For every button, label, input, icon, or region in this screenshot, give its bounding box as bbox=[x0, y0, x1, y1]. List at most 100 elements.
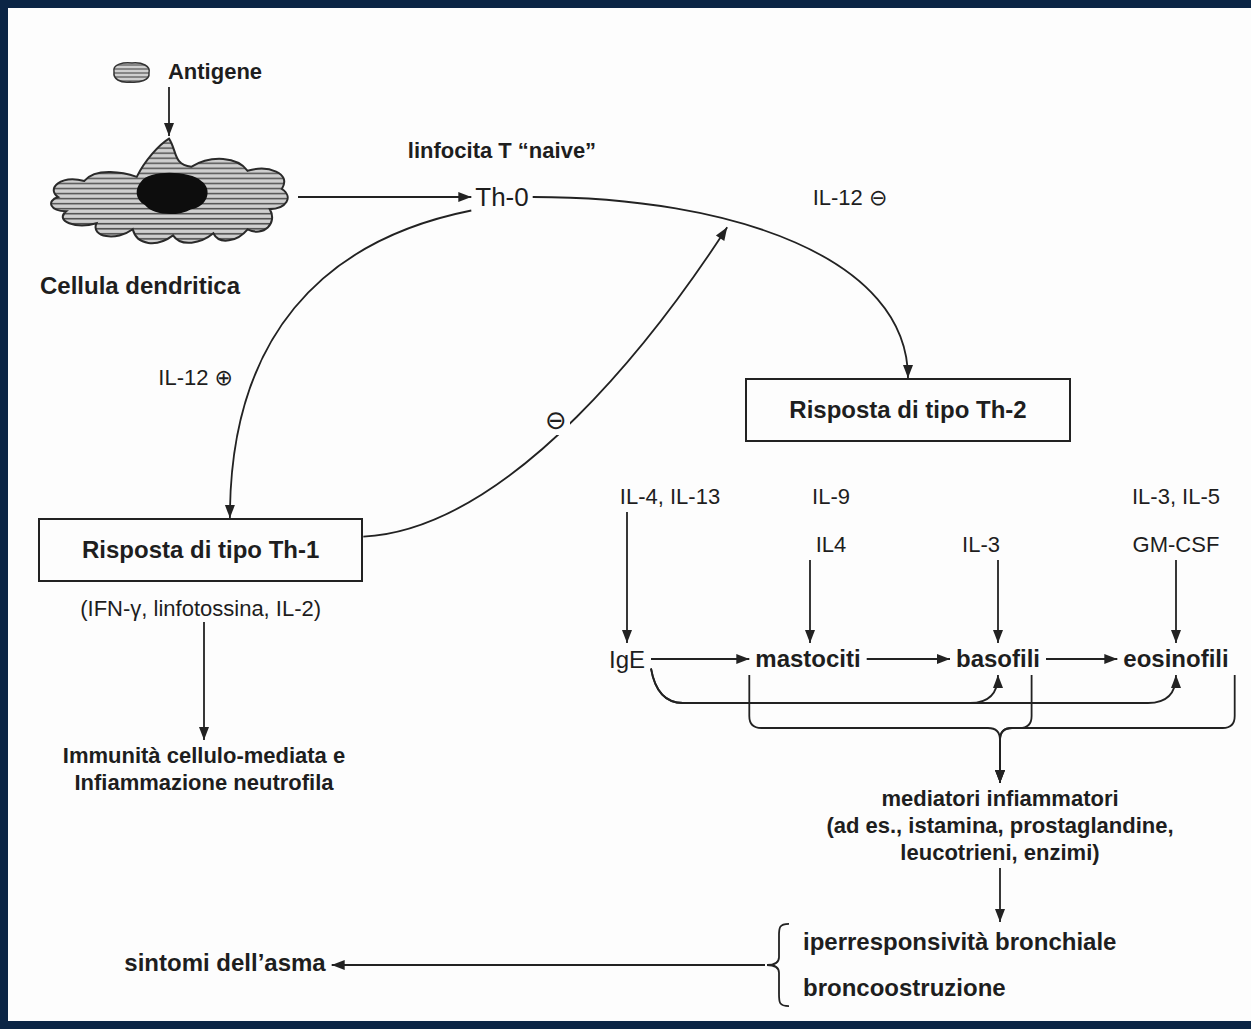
connector-arrow bbox=[1046, 654, 1117, 664]
response-box: Risposta di tipo Th-2 bbox=[745, 378, 1070, 442]
response-box: Risposta di tipo Th-1 (IFN-γ, linfotossin… bbox=[38, 518, 363, 622]
arrow-head bbox=[332, 960, 345, 970]
arrow-head bbox=[199, 727, 209, 740]
node-text: Immunità cellulo-mediata e Infiammazione… bbox=[29, 742, 379, 796]
connector-line bbox=[298, 196, 471, 198]
cell-type: basofili bbox=[950, 643, 1046, 675]
node-text: (ad es., istamina, prostaglandine, leuco… bbox=[790, 812, 1210, 866]
connector-arrow bbox=[225, 211, 471, 519]
cell-type: mastociti bbox=[749, 643, 866, 675]
node-text: Antigene bbox=[168, 58, 262, 85]
edge-label: IL-12 ⊖ bbox=[810, 185, 891, 211]
inhibition-arrow bbox=[363, 227, 727, 536]
node-text: eosinofili bbox=[1123, 645, 1228, 673]
curly-brace bbox=[765, 922, 791, 1008]
node-text: IL-9 bbox=[812, 484, 850, 510]
node-text: broncoostruzione bbox=[803, 974, 1006, 1002]
connector-line bbox=[1000, 675, 1235, 783]
arrow-head bbox=[458, 192, 471, 202]
connector-arrow bbox=[995, 675, 1235, 783]
connector-arrow bbox=[651, 654, 749, 664]
arrow-head bbox=[903, 365, 913, 378]
node-text: (IFN-γ, linfotossina, IL-2) bbox=[80, 596, 321, 622]
node-text: Risposta di tipo Th-1 bbox=[82, 536, 319, 564]
cell-type: eosinofili bbox=[1117, 643, 1234, 675]
box-outline: Risposta di tipo Th-1 bbox=[38, 518, 363, 582]
arrow-head bbox=[622, 630, 632, 643]
connector-arrow bbox=[651, 669, 1181, 704]
dendritic-cell: Cellula dendritica bbox=[40, 136, 298, 300]
connector-line bbox=[332, 964, 765, 966]
dendritic-cell-drawing bbox=[40, 136, 298, 250]
node-text: IL-4, IL-13 bbox=[620, 484, 720, 510]
cytokine-label: IL-9IL4 bbox=[806, 482, 856, 560]
connector-arrow bbox=[199, 622, 209, 740]
inhibition-line bbox=[363, 227, 727, 536]
connector-arrow bbox=[1171, 560, 1181, 643]
connector-arrow bbox=[533, 197, 913, 378]
arrow-head bbox=[937, 654, 950, 664]
connector-arrow bbox=[995, 868, 1005, 922]
connector-line bbox=[230, 211, 471, 519]
connector-arrow bbox=[298, 192, 471, 202]
arrow-head bbox=[993, 630, 1003, 643]
antigen-node: Antigene bbox=[106, 56, 266, 87]
arrow-head bbox=[716, 227, 727, 241]
node-text: IL-3, IL-5 bbox=[1132, 484, 1220, 510]
antibody-label: IgE bbox=[603, 643, 651, 677]
node-text: IgE bbox=[609, 645, 645, 675]
connector-line bbox=[651, 669, 998, 704]
antigen-particle bbox=[110, 60, 152, 84]
connector-arrow bbox=[332, 960, 765, 970]
arrow-head bbox=[993, 675, 1003, 688]
arrow-head bbox=[995, 909, 1005, 922]
arrow-head bbox=[1104, 654, 1117, 664]
connector-arrow bbox=[805, 560, 815, 643]
connector-arrow bbox=[993, 560, 1003, 643]
node-text: mastociti bbox=[755, 645, 860, 673]
connector-arrow bbox=[867, 654, 950, 664]
node-text: GM-CSF bbox=[1133, 532, 1220, 558]
cytokine-label: IL-3, IL-5GM-CSF bbox=[1126, 482, 1226, 560]
connector-arrow bbox=[651, 669, 1003, 704]
arrow-head bbox=[736, 654, 749, 664]
arrow-head bbox=[805, 630, 815, 643]
node-text: Th-0 bbox=[475, 182, 528, 212]
outcome-text: sintomi dell’asma bbox=[118, 947, 331, 979]
arrow-head bbox=[164, 123, 174, 136]
node-text: Cellula dendritica bbox=[40, 272, 240, 300]
effect-group: iperresponsività bronchiale broncoostruzi… bbox=[765, 922, 1122, 1008]
arrow-head bbox=[995, 770, 1005, 783]
cytokine-label: IL-4, IL-13 bbox=[614, 482, 726, 512]
arrow-head bbox=[995, 770, 1005, 783]
connector-line bbox=[626, 512, 628, 643]
naive-t-cell: linfocita T “naive”Th-0 bbox=[471, 182, 532, 212]
outcome-text: Immunità cellulo-mediata e Infiammazione… bbox=[23, 740, 385, 798]
connector-line bbox=[651, 669, 1176, 704]
arrow-head bbox=[1171, 630, 1181, 643]
node-text: linfocita T “naive” bbox=[408, 137, 596, 164]
connector-line bbox=[533, 197, 908, 378]
arrow-head bbox=[995, 770, 1005, 783]
connector-line bbox=[651, 658, 749, 660]
page-ground bbox=[8, 8, 1251, 1021]
mediator-text: mediatori infiammatori(ad es., istamina,… bbox=[784, 783, 1216, 868]
node-text: IL4 bbox=[816, 532, 847, 558]
connector-arrow bbox=[622, 512, 632, 643]
connector-arrow bbox=[749, 675, 1005, 783]
cytokine-label: IL-3 bbox=[956, 530, 1006, 560]
box-outline: Risposta di tipo Th-2 bbox=[745, 378, 1070, 442]
connector-line bbox=[203, 622, 205, 740]
node-text: sintomi dell’asma bbox=[124, 949, 325, 977]
edge-label: ⊖ bbox=[542, 405, 570, 435]
node-text: mediatori infiammatori bbox=[790, 785, 1210, 812]
node-text: iperresponsività bronchiale bbox=[803, 928, 1116, 956]
edge-label: IL-12 ⊕ bbox=[155, 365, 236, 391]
arrow-head bbox=[1171, 675, 1181, 688]
node-text: IL-3 bbox=[962, 532, 1000, 558]
arrow-head bbox=[225, 505, 235, 518]
node-text: Risposta di tipo Th-2 bbox=[789, 396, 1026, 424]
node-text: basofili bbox=[956, 645, 1040, 673]
